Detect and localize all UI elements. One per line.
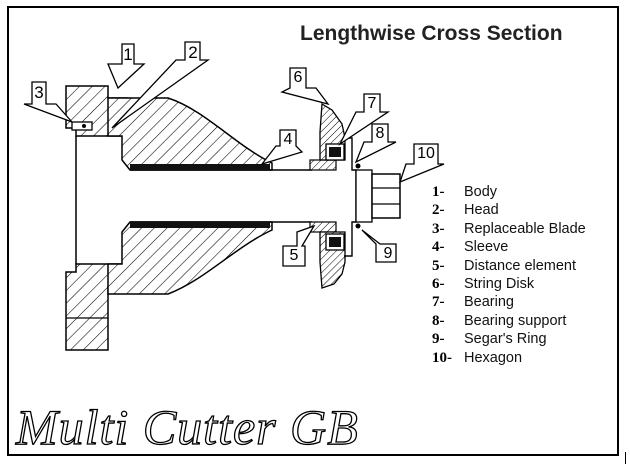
blade-screw: [82, 124, 86, 128]
callout-10-arrow: [398, 143, 445, 184]
legend-item: 6- String Disk: [432, 276, 586, 294]
legend-item: 2- Head: [432, 202, 586, 220]
legend-label: String Disk: [464, 275, 535, 292]
segar-ring-upper: [355, 163, 361, 169]
callout-8-label: 8: [375, 125, 385, 142]
callout-2-label: 2: [188, 43, 198, 62]
callout-9-arrow: [361, 229, 397, 263]
legend-label: Replaceable Blade: [464, 220, 586, 237]
callout-1-label: 1: [123, 45, 133, 64]
legend-item: 9- Segar's Ring: [432, 331, 586, 349]
distance-element-upper: [309, 159, 337, 171]
edge-mark: [625, 452, 626, 464]
legend-number: 1-: [432, 184, 445, 200]
parts-legend: 1- Body 2- Head 3- Replaceable Blade 4- …: [432, 184, 586, 368]
legend-label: Bearing: [464, 294, 514, 311]
sleeve-upper: [130, 164, 270, 170]
legend-item: 3- Replaceable Blade: [432, 221, 586, 239]
legend-label: Sleeve: [464, 239, 509, 256]
bearing-upper-ball: [329, 147, 341, 157]
callout-10-label: 10: [417, 145, 435, 162]
legend-item: 10- Hexagon: [432, 350, 586, 368]
callout-3-arrow: [23, 81, 73, 123]
head-upper: [107, 97, 273, 171]
segar-ring-lower: [355, 223, 361, 229]
hexagon-nut: [371, 173, 401, 219]
bearing-support: [344, 137, 357, 257]
legend-item: 7- Bearing: [432, 294, 586, 312]
legend-label: Distance element: [464, 257, 577, 274]
legend-label: Hexagon: [464, 349, 523, 366]
legend-item: 5- Distance element: [432, 258, 586, 276]
callout-7-label: 7: [367, 95, 377, 112]
bearing-lower-ball: [329, 237, 341, 247]
legend-label: Bearing support: [464, 312, 567, 329]
legend-number: 6-: [432, 275, 445, 292]
legend-label: Head: [464, 202, 499, 219]
callout-7-arrow: [338, 93, 391, 146]
callout-8-arrow: [354, 123, 397, 164]
callout-1-arrow: [107, 43, 146, 90]
legend-item: 4- Sleeve: [432, 239, 586, 257]
callout-9-label: 9: [383, 245, 393, 262]
legend-number: 9-: [432, 331, 445, 348]
callout-2-arrow: [111, 41, 211, 129]
diagram-title: Lengthwise Cross Section: [300, 22, 563, 45]
legend-item: 8- Bearing support: [432, 313, 586, 331]
legend-number: 10-: [432, 349, 452, 366]
callout-6-label: 6: [293, 69, 303, 86]
callout-5-arrow: [282, 224, 316, 267]
legend-item: 1- Body: [432, 184, 586, 202]
legend-label: Body: [464, 184, 498, 200]
callout-4-arrow: [260, 129, 304, 166]
head-lower: [107, 221, 273, 295]
callout-3-label: 3: [34, 83, 44, 102]
brand-title: Multi Cutter GB: [15, 398, 359, 455]
legend-number: 5-: [432, 257, 445, 274]
legend-number: 2-: [432, 202, 445, 219]
sleeve-lower: [130, 222, 270, 228]
legend-number: 8-: [432, 312, 445, 329]
legend-label: Segar's Ring: [464, 331, 547, 348]
legend-number: 3-: [432, 220, 445, 237]
callout-5-label: 5: [289, 247, 299, 264]
callout-6-arrow: [280, 67, 330, 106]
legend-number: 4-: [432, 239, 445, 256]
shaft-core: [355, 169, 373, 223]
legend-number: 7-: [432, 294, 445, 311]
callout-4-label: 4: [283, 131, 293, 148]
